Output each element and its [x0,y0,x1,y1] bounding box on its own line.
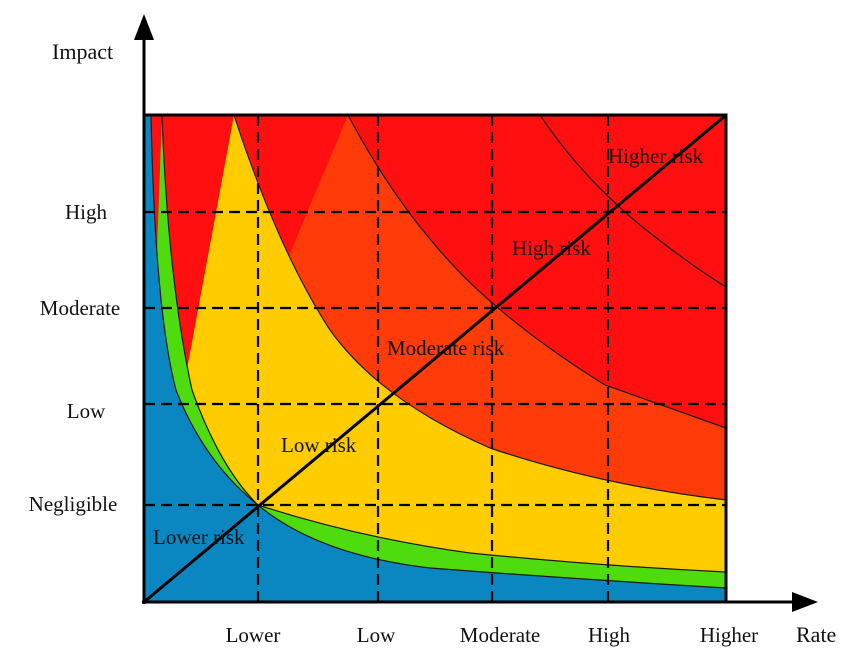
x-tick-moderate: Moderate [460,623,540,647]
boundary-high-higher [539,115,726,288]
x-axis [142,592,818,612]
y-axis [134,14,154,604]
label-moderate-risk: Moderate risk [387,336,505,360]
grid [144,115,726,602]
diagonal-line [143,113,727,604]
y-tick-low: Low [67,399,106,423]
boundary-low-moderate [233,115,726,501]
label-lower-risk: Lower risk [153,525,245,549]
label-high-risk: High risk [512,236,591,260]
boundary-moderate-high [347,115,726,429]
x-tick-low: Low [357,623,396,647]
x-tick-high: High [588,623,631,647]
label-higher-risk: Higher risk [608,144,704,168]
x-tick-higher: Higher [700,623,758,647]
x-axis-title: Rate [796,622,836,647]
y-tick-moderate: Moderate [40,296,120,320]
y-tick-high: High [65,200,108,224]
x-tick-lower: Lower [226,623,281,647]
x-axis-arrow-icon [792,592,818,612]
y-axis-title: Impact [52,39,113,64]
y-axis-arrow-icon [134,14,154,40]
label-low-risk: Low risk [281,433,357,457]
y-tick-negligible: Negligible [29,492,118,516]
boundary-lower-low [161,115,726,573]
